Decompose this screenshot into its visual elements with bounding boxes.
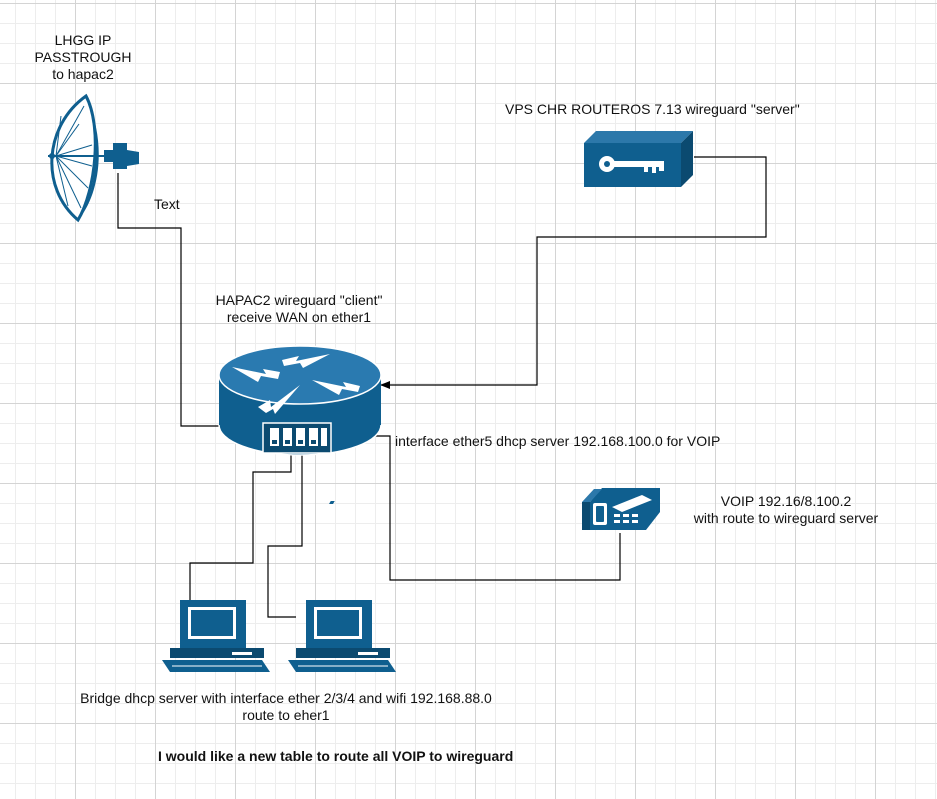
edge-voip-router-label: interface ether5 dhcp server 192.168.100… xyxy=(395,433,721,449)
satellite-dish-icon[interactable] xyxy=(48,93,139,223)
bridge-label-line: Bridge dhcp server with interface ether … xyxy=(80,690,492,706)
antenna-label: LHGG IP PASSTROUGH to hapac2 xyxy=(35,32,132,83)
voip-label-line: VOIP 192.16/8.100.2 xyxy=(720,493,852,509)
voip-label-line: with route to wireguard server xyxy=(693,510,879,526)
antenna-label-line: PASSTROUGH xyxy=(34,49,132,65)
antenna-label-line: to hapac2 xyxy=(52,66,114,82)
vps-label: VPS CHR ROUTEROS 7.13 wireguard "server" xyxy=(505,101,800,117)
note-text: I would like a new table to route all VO… xyxy=(158,748,514,764)
bridge-label-line: route to eher1 xyxy=(242,707,330,723)
router-label-line: receive WAN on ether1 xyxy=(226,309,372,325)
key-server-icon[interactable] xyxy=(584,131,693,187)
edge-pc1-router[interactable] xyxy=(189,438,295,600)
voip-label: VOIP 192.16/8.100.2 with route to wiregu… xyxy=(694,493,878,527)
router-label: HAPAC2 wireguard "client" receive WAN on… xyxy=(216,292,383,326)
bridge-label: Bridge dhcp server with interface ether … xyxy=(80,690,492,724)
ip-phone-icon[interactable] xyxy=(329,488,660,530)
edge-voip-router[interactable] xyxy=(326,432,621,581)
router-icon[interactable] xyxy=(218,345,382,456)
antenna-label-line: LHGG IP xyxy=(54,32,112,48)
edge-antenna-router[interactable] xyxy=(117,173,272,430)
router-label-line: HAPAC2 wireguard "client" xyxy=(215,292,383,308)
desktop-computer-icon[interactable] xyxy=(288,600,396,672)
desktop-computer-icon[interactable] xyxy=(162,600,270,672)
edge-vps-router[interactable] xyxy=(380,156,767,389)
edge-pc2-router[interactable] xyxy=(267,438,306,618)
edge-antenna-router-label: Text xyxy=(154,196,180,212)
